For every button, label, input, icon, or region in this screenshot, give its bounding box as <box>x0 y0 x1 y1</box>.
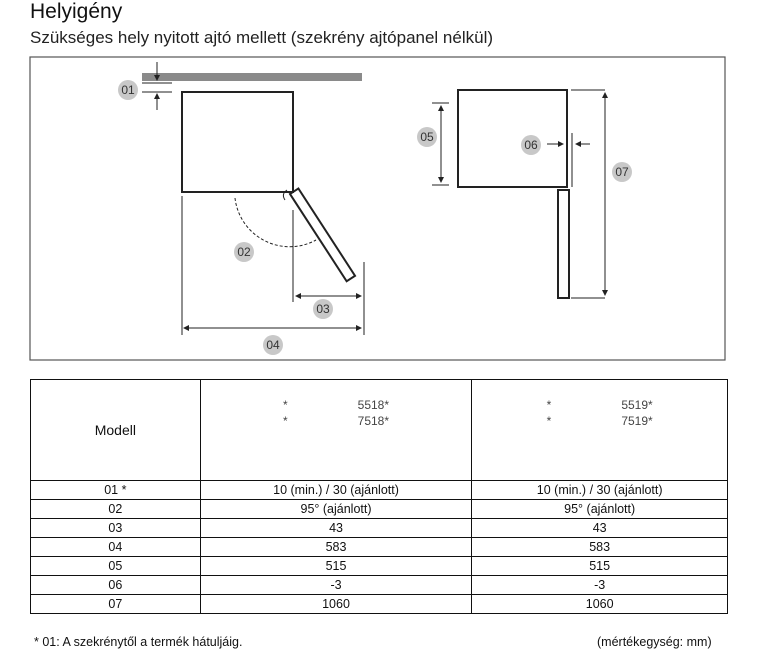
svg-text:01: 01 <box>121 83 135 97</box>
cell-label: 06 <box>30 575 201 595</box>
label-06: 06 <box>521 135 541 155</box>
cell-v1: 10 (min.) / 30 (ajánlott) <box>199 480 473 500</box>
page-subtitle: Szükséges hely nyitott ajtó mellett (sze… <box>30 28 494 47</box>
unit-note: (mértékegység: mm) <box>597 635 712 649</box>
svg-text:03: 03 <box>316 302 330 316</box>
svg-text:06: 06 <box>524 138 538 152</box>
open-door <box>288 187 357 283</box>
table-row: 06-3-3 <box>30 575 728 595</box>
cabinet-wall <box>142 73 362 81</box>
cell-v1: 43 <box>199 518 473 538</box>
cell-v2: 10 (min.) / 30 (ajánlott) <box>471 480 728 500</box>
label-04: 04 <box>263 335 283 355</box>
table-header-row: Modell *5518* *7518* *5519* *7519* <box>30 379 728 481</box>
closed-door <box>557 189 570 299</box>
page-title: Helyigény <box>30 0 123 23</box>
cell-label: 01 * <box>30 480 201 500</box>
cell-label: 04 <box>30 537 201 557</box>
cell-v2: 583 <box>471 537 728 557</box>
label-05: 05 <box>417 127 437 147</box>
cell-v1: 515 <box>199 556 473 576</box>
svg-text:07: 07 <box>615 165 629 179</box>
dimensions-table: Modell *5518* *7518* *5519* *7519* 01 *1… <box>30 379 728 614</box>
model-column-2: *5519* *7519* <box>471 379 728 481</box>
cell-v1: -3 <box>199 575 473 595</box>
cell-v2: 95° (ajánlott) <box>471 499 728 519</box>
label-03: 03 <box>313 299 333 319</box>
svg-text:04: 04 <box>266 338 280 352</box>
cell-v2: 43 <box>471 518 728 538</box>
label-01: 01 <box>118 80 138 100</box>
fridge-side-view <box>457 89 568 188</box>
svg-text:02: 02 <box>237 245 251 259</box>
diagram-frame <box>29 56 726 361</box>
cell-v2: 515 <box>471 556 728 576</box>
label-02: 02 <box>234 242 254 262</box>
model-column-1: *5518* *7518* <box>199 379 473 481</box>
space-diagram: 01 02 03 04 05 06 07 <box>29 56 726 361</box>
footnote: * 01: A szekrénytől a termék hátuljáig. <box>34 635 243 649</box>
cell-v2: 1060 <box>471 594 728 614</box>
cell-label: 02 <box>30 499 201 519</box>
cell-label: 03 <box>30 518 201 538</box>
svg-text:05: 05 <box>420 130 434 144</box>
table-row: 01 *10 (min.) / 30 (ajánlott)10 (min.) /… <box>30 480 728 500</box>
label-07: 07 <box>612 162 632 182</box>
model-header: Modell <box>30 379 201 481</box>
cell-v1: 95° (ajánlott) <box>199 499 473 519</box>
cell-v1: 583 <box>199 537 473 557</box>
cell-v2: -3 <box>471 575 728 595</box>
fridge-top-view <box>181 91 294 193</box>
cell-label: 07 <box>30 594 201 614</box>
cell-v1: 1060 <box>199 594 473 614</box>
cell-label: 05 <box>30 556 201 576</box>
